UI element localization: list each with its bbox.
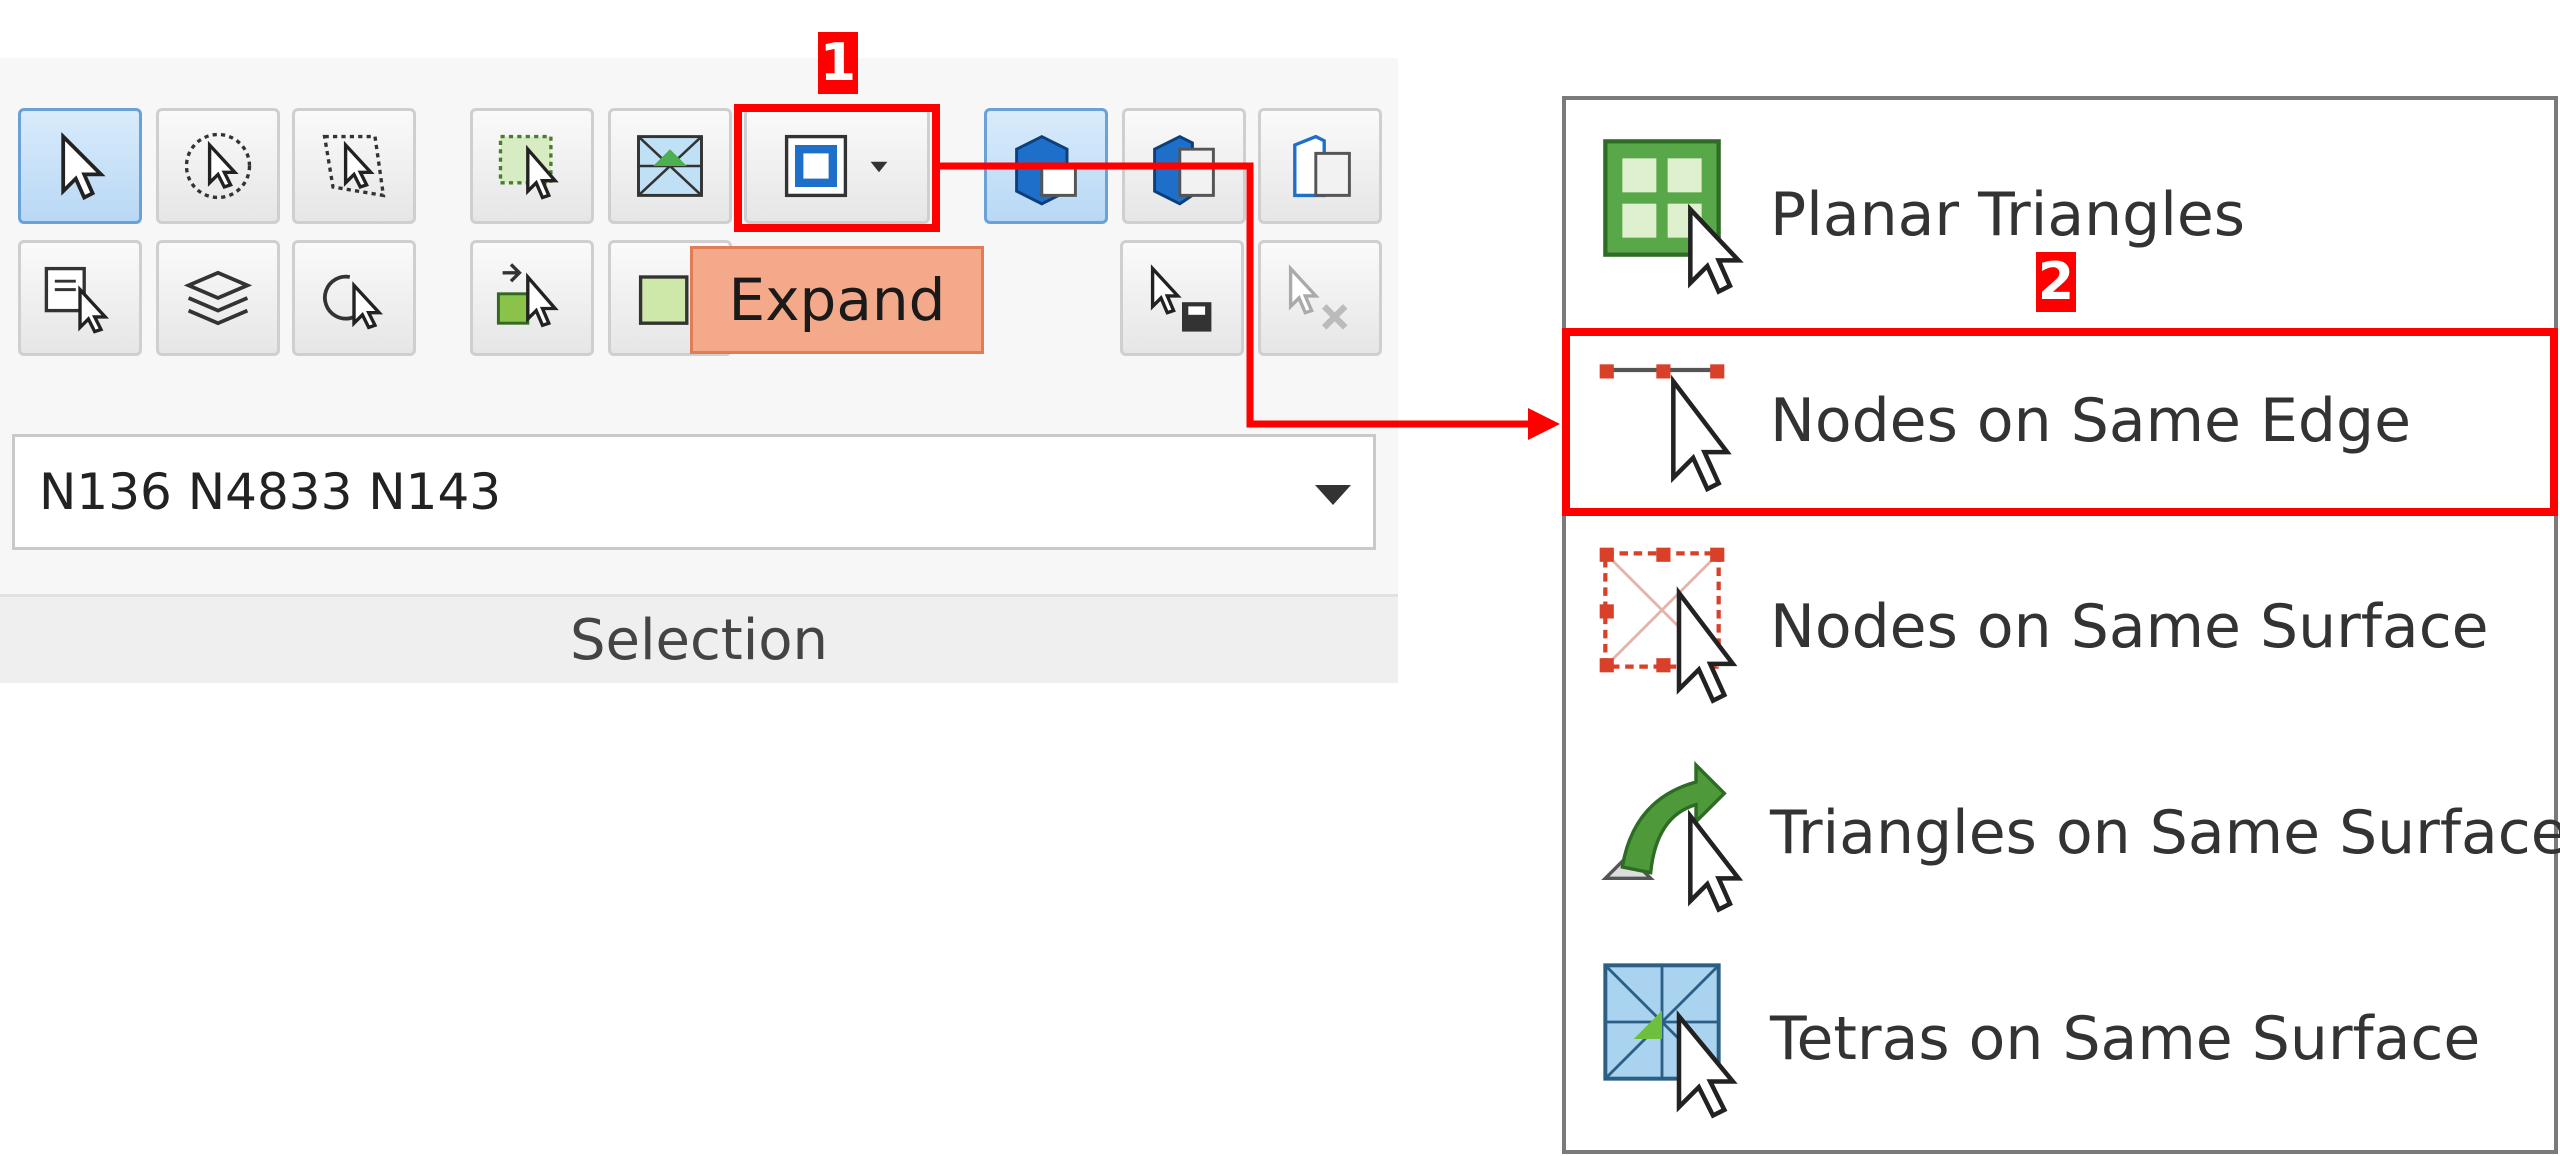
select-layers-button[interactable]: [156, 240, 280, 356]
save-selection-icon: [1150, 264, 1212, 332]
select-swap-button[interactable]: [470, 240, 594, 356]
save-selection-button[interactable]: [1120, 240, 1244, 356]
tetras-on-surface-icon: [1603, 963, 1738, 1119]
polygon-select-icon: [322, 134, 386, 198]
planar-triangles-icon: [1603, 139, 1744, 295]
solid-select-icon: [638, 275, 689, 325]
menu-item-nodes-on-same-edge[interactable]: Nodes on Same Edge: [1566, 318, 2554, 524]
menu-item-label: Tetras on Same Surface: [1770, 1004, 2481, 1074]
menu-item-label: Nodes on Same Edge: [1770, 386, 2412, 456]
pointer-icon: [61, 132, 106, 201]
expand-tooltip: Expand: [690, 246, 984, 354]
step-1-highlight: [734, 104, 940, 232]
menu-item-label: Triangles on Same Surface: [1770, 798, 2560, 868]
select-face-expand-button[interactable]: [744, 108, 930, 224]
face-select-icon: [784, 134, 888, 198]
list-select-icon: [44, 266, 110, 334]
selection-id-value: N136 N4833 N143: [39, 463, 502, 521]
select-rotate-button[interactable]: [292, 240, 416, 356]
view-wire-button[interactable]: [1258, 108, 1382, 224]
select-by-id-button[interactable]: [18, 240, 142, 356]
menu-item-triangles-on-same-surface[interactable]: Triangles on Same Surface: [1566, 730, 2560, 936]
select-polygon-button[interactable]: [292, 108, 416, 224]
step-2-highlight: [1562, 328, 2558, 516]
select-box-button[interactable]: [470, 108, 594, 224]
triangles-on-surface-icon: [1601, 760, 1744, 913]
clear-selection-button[interactable]: [1258, 240, 1382, 356]
menu-item-tetras-on-same-surface[interactable]: Tetras on Same Surface: [1566, 936, 2554, 1142]
cube-partial-icon: [1153, 134, 1215, 206]
clear-selection-icon: [1288, 264, 1348, 330]
box-select-icon: [498, 134, 559, 200]
layers-icon: [183, 270, 253, 326]
menu-item-label: Nodes on Same Surface: [1770, 592, 2489, 662]
select-mesh-button[interactable]: [608, 108, 732, 224]
circle-select-icon: [184, 132, 252, 200]
mesh-icon: [637, 135, 703, 197]
dropdown-arrow-icon[interactable]: [1315, 485, 1351, 505]
cube-solid-icon: [1015, 134, 1077, 206]
ribbon-group-label: Selection: [0, 594, 1398, 683]
view-partial-button[interactable]: [1122, 108, 1246, 224]
menu-item-nodes-on-same-surface[interactable]: Nodes on Same Surface: [1566, 524, 2554, 730]
view-solid-button[interactable]: [984, 108, 1108, 224]
step-1-badge: 1: [818, 32, 858, 94]
step-2-badge: 2: [2036, 252, 2076, 312]
swap-select-icon: [496, 263, 559, 328]
rotate-select-icon: [322, 274, 384, 330]
expand-dropdown-menu: Planar Triangles Nodes on Same Edge Node…: [1562, 96, 2560, 1154]
select-circle-button[interactable]: [156, 108, 280, 224]
nodes-on-edge-icon: [1599, 364, 1732, 493]
nodes-on-surface-icon: [1599, 547, 1738, 704]
menu-item-label: Planar Triangles: [1770, 180, 2246, 250]
select-pointer-button[interactable]: [18, 108, 142, 224]
selection-id-field[interactable]: N136 N4833 N143: [12, 434, 1376, 550]
chevron-down-icon: [870, 161, 888, 173]
menu-item-planar-triangles[interactable]: Planar Triangles: [1566, 112, 2554, 318]
cube-wire-icon: [1293, 134, 1351, 198]
